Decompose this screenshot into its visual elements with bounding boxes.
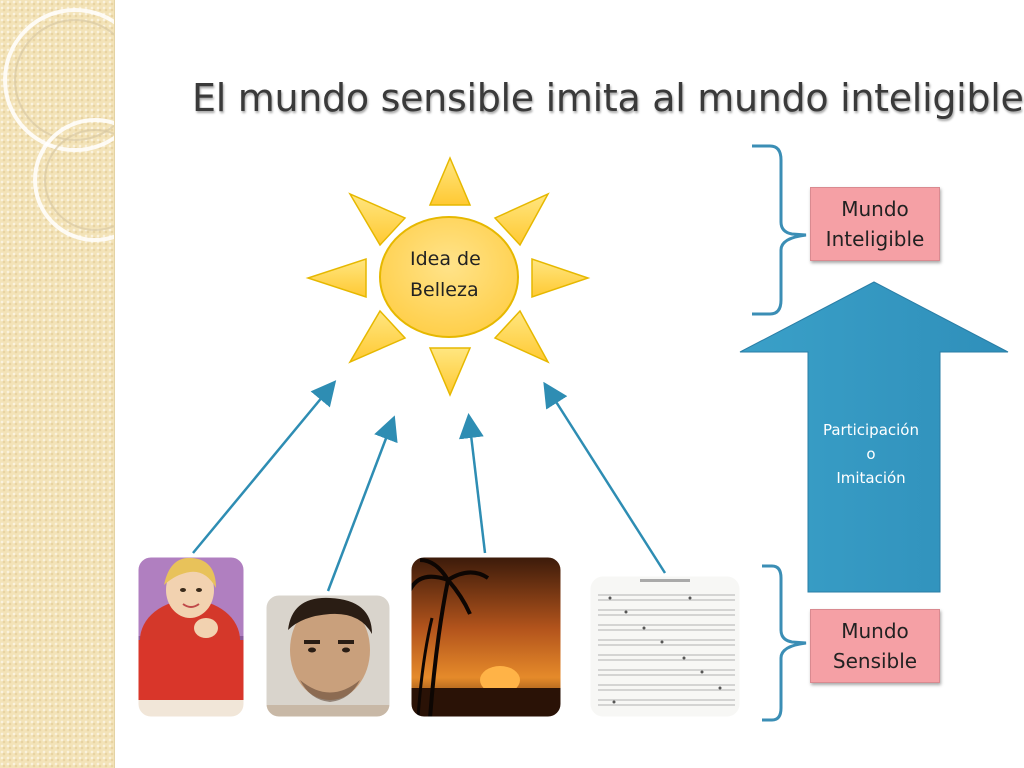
sun-ray-top	[428, 156, 472, 206]
sun-ray-top-right	[493, 192, 550, 247]
inteligible-line1: Mundo	[841, 197, 909, 221]
participation-arrow-label: Participación o Imitación	[808, 418, 934, 490]
arrow-music-to-idea	[543, 381, 667, 574]
arrow-sunset-to-idea	[458, 413, 487, 554]
bracket-sensible	[762, 564, 807, 722]
sun-rays	[305, 156, 591, 397]
sensible-line1: Mundo	[841, 619, 909, 643]
slide-title: El mundo sensible imita al mundo intelig…	[192, 76, 1024, 120]
sun-core	[379, 216, 519, 338]
sun-label: Idea de Belleza	[410, 244, 500, 306]
bracket-inteligible	[752, 144, 807, 316]
sun-ray-top-left	[348, 192, 407, 247]
sheet-music-photo	[587, 573, 743, 720]
man-portrait-photo	[263, 592, 393, 720]
mundo-inteligible-box: Mundo Inteligible	[810, 187, 940, 261]
sunset-palms-photo	[408, 554, 564, 720]
sidebar-rings	[3, 8, 114, 242]
decorative-sidebar	[0, 0, 115, 768]
arrow-label-line1: Participación	[822, 421, 919, 439]
arrow-label-line2: o	[866, 445, 876, 463]
sun-ray-right	[531, 257, 591, 299]
sensible-line2: Sensible	[832, 649, 918, 673]
arrow-woman-to-idea	[192, 380, 337, 554]
inteligible-line2: Inteligible	[825, 227, 925, 251]
sun-label-line1: Idea de	[410, 248, 481, 270]
woman-in-red-photo	[135, 554, 247, 720]
connector-arrows	[192, 380, 667, 592]
sun-label-line2: Belleza	[410, 279, 479, 301]
sun-ray-left	[305, 257, 367, 299]
arrow-man-to-idea	[326, 415, 398, 592]
sun-ray-bottom	[428, 347, 472, 397]
mundo-sensible-box: Mundo Sensible	[810, 609, 940, 683]
participation-arrow	[739, 281, 1009, 593]
sun-ray-bottom-right	[493, 309, 550, 364]
arrow-label-line3: Imitación	[836, 469, 906, 487]
sun-ray-bottom-left	[348, 309, 407, 364]
